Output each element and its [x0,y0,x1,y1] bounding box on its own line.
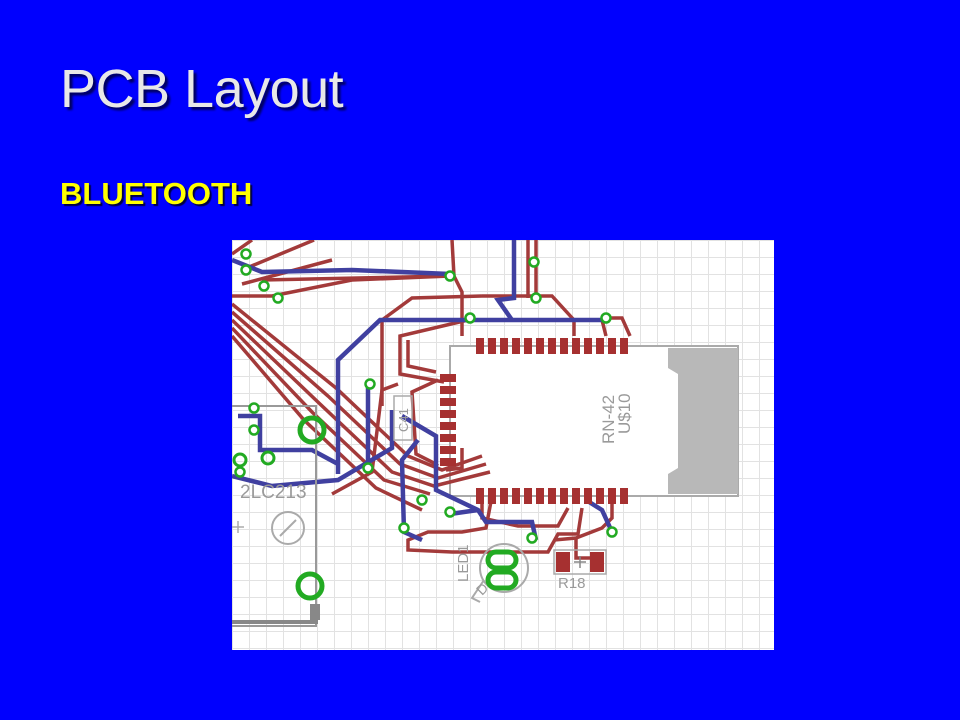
antenna-area [668,348,738,494]
left-component [232,405,320,627]
component-left-label: 2LC213 [240,482,307,503]
resistor-ref-label: R18 [558,575,586,592]
pcb-canvas: RN-42 U$10 2LC213 LED1 D R18 C41 [232,240,739,627]
module-pads-left [440,374,456,466]
module-type-label: RN-42 [599,395,618,444]
pcb-layout-view: RN-42 U$10 2LC213 LED1 D R18 C41 [232,240,774,650]
module-ref-label: U$10 [615,393,634,434]
module-pads-top [476,338,628,354]
module-pads-bottom [476,488,628,504]
slide-subtitle: BLUETOOTH [60,176,253,211]
small-component-outline [393,395,413,441]
resistor-footprint [553,549,607,575]
through-hole-pads [232,415,327,601]
led-ref-label: LED1 [455,544,472,582]
vias [234,248,618,544]
slide-title: PCB Layout [60,59,344,119]
small-ref-label: C41 [396,408,411,432]
led-footprint [470,543,529,603]
